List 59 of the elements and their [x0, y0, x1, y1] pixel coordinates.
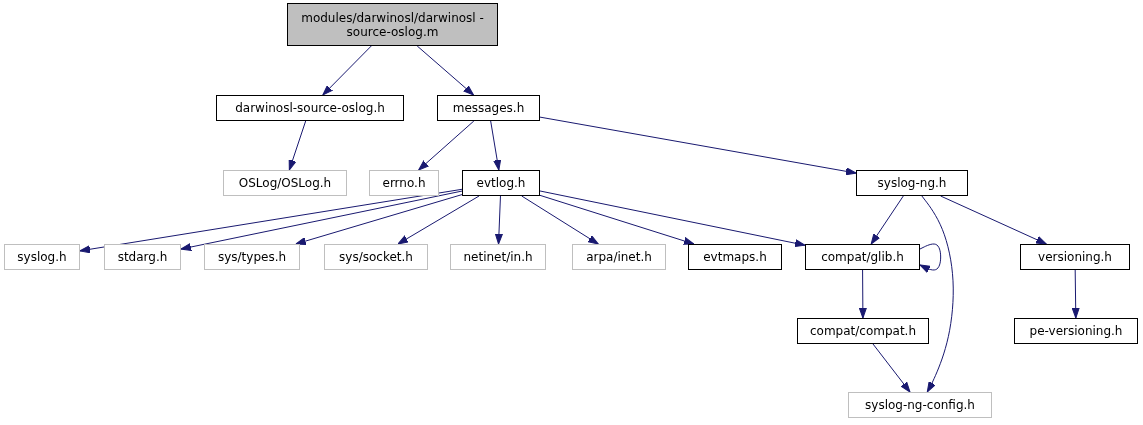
- arrow: [490, 120, 502, 171]
- arrow: [494, 195, 503, 245]
- file-name: darwinosl-source-oslog.h: [235, 101, 385, 115]
- arrow: [180, 190, 463, 251]
- arrow: [870, 195, 904, 245]
- file-box: [797, 318, 929, 344]
- arrow: [872, 343, 911, 393]
- file-name: versioning.h: [1038, 250, 1112, 264]
- file-box: [856, 170, 968, 196]
- arrow: [539, 194, 695, 245]
- file-box: [216, 95, 404, 121]
- file-name: syslog-ng-config.h: [865, 398, 975, 412]
- file-box: [104, 244, 181, 270]
- arrow: [288, 120, 307, 171]
- file-box: [805, 244, 920, 270]
- file-box: [324, 244, 428, 270]
- file-box: [1014, 318, 1138, 344]
- file-name: evtmaps.h: [703, 250, 767, 264]
- arrow: [397, 195, 480, 245]
- file-name: pe-versioning.h: [1029, 324, 1123, 338]
- arrow: [79, 188, 463, 254]
- file-name: stdarg.h: [117, 250, 168, 264]
- file-box: [688, 244, 782, 270]
- file-name: messages.h: [452, 101, 525, 115]
- arrow: [539, 116, 857, 176]
- arrow: [295, 194, 463, 245]
- arrow: [858, 269, 867, 319]
- arrow: [521, 195, 599, 245]
- file-box: [848, 392, 992, 418]
- file-name: arpa/inet.h: [586, 250, 652, 264]
- file-box: [572, 244, 666, 270]
- file-name: errno.h: [382, 176, 426, 190]
- file-name: netinet/in.h: [463, 250, 533, 264]
- file-box: [4, 244, 80, 270]
- arrow: [919, 243, 942, 274]
- arrow: [416, 45, 475, 96]
- arrow: [539, 190, 806, 248]
- file-box: [437, 95, 540, 121]
- file-name: compat/glib.h: [821, 250, 904, 264]
- file-name: syslog.h: [17, 250, 67, 264]
- file-name: modules/darwinosl/darwinosl -source-oslog.m: [300, 10, 485, 39]
- file-box: [204, 244, 300, 270]
- file-name: OSLog/OSLog.h: [238, 176, 332, 190]
- file-name: evtlog.h: [476, 176, 526, 190]
- arrow: [1071, 269, 1080, 319]
- file-name: syslog-ng.h: [877, 176, 947, 190]
- file-box: [223, 170, 347, 196]
- file-box: [1020, 244, 1130, 270]
- file-box: [462, 170, 540, 196]
- file-name: sys/socket.h: [339, 250, 413, 264]
- file-name: sys/types.h: [217, 250, 287, 264]
- file-box: [287, 3, 498, 46]
- arrow: [921, 195, 954, 393]
- file-box: [450, 244, 546, 270]
- file-name: compat/compat.h: [809, 324, 917, 338]
- file-box: [369, 170, 439, 196]
- arrow: [418, 120, 475, 171]
- arrow: [940, 195, 1047, 245]
- arrow: [322, 45, 372, 96]
